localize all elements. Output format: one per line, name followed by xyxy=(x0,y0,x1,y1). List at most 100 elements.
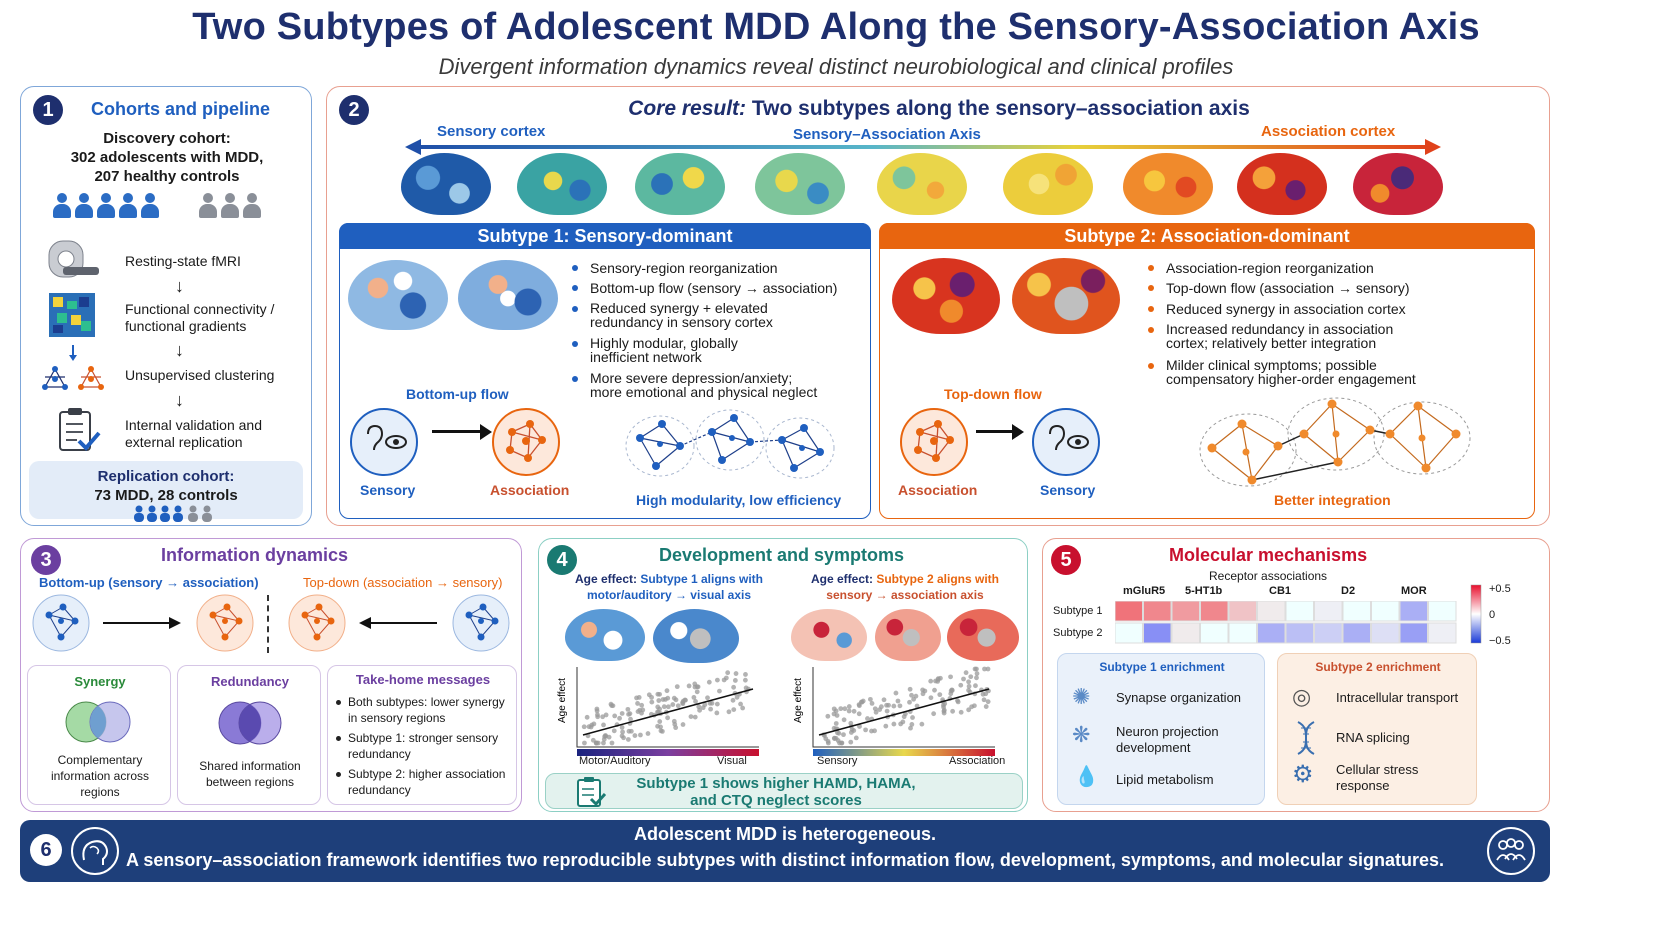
panel-number: 2 xyxy=(339,95,369,125)
enrichment-line: development xyxy=(1116,740,1191,755)
bullet-line: Association-region reorganization xyxy=(1166,260,1374,276)
panel-number: 3 xyxy=(31,545,61,575)
title-rest: Two subtypes along the sensory–associati… xyxy=(751,97,1250,120)
clustering-icon xyxy=(42,345,104,390)
scatter-point xyxy=(686,683,692,689)
heatmap-cell xyxy=(1399,622,1428,644)
scatter-point xyxy=(848,739,854,745)
scatter-point xyxy=(693,699,698,704)
scatter-point xyxy=(836,730,842,736)
node-label: Sensory xyxy=(360,482,416,498)
scatter-point xyxy=(981,697,987,703)
heatmap-cell xyxy=(1371,601,1400,622)
heatmap-cell xyxy=(1342,622,1371,644)
brain-map-icon xyxy=(348,260,448,330)
heatmap-cell xyxy=(1257,601,1286,622)
scatter-point xyxy=(883,723,889,729)
scatter-point xyxy=(907,699,912,705)
scatter-point xyxy=(863,727,868,733)
stress-gear-icon: ⚙ xyxy=(1292,761,1314,788)
scatter-point xyxy=(646,692,652,698)
x-axis-left-label: Sensory xyxy=(817,755,858,767)
scatter-point xyxy=(732,678,738,683)
scatter-point xyxy=(695,684,701,690)
scatter-point xyxy=(910,715,915,720)
scatter-point xyxy=(963,670,969,676)
pipeline-step: Internal validation and external replica… xyxy=(125,417,262,451)
scatter-point xyxy=(603,712,609,718)
scatter-point xyxy=(611,728,617,734)
takehome-title: Take-home messages xyxy=(355,672,491,687)
scatter-point xyxy=(680,722,686,727)
node-label: Association xyxy=(490,482,570,498)
scatter-point xyxy=(619,733,625,739)
scatter-point xyxy=(705,695,710,701)
network-caption: Better integration xyxy=(1274,492,1391,508)
heading-part: Subtype 1 aligns with xyxy=(640,572,764,586)
scatter-point xyxy=(635,701,640,706)
scatter-point xyxy=(708,706,714,712)
receptor-title: Receptor associations xyxy=(1209,569,1328,583)
scatter-point xyxy=(891,703,897,709)
scatter-point xyxy=(595,714,601,720)
bullet-line: compensatory higher-order engagement xyxy=(1166,371,1416,387)
scatter-point xyxy=(869,700,875,706)
scale-max: +0.5 xyxy=(1489,583,1511,595)
scatter-point xyxy=(743,672,748,677)
scatter-point xyxy=(974,671,980,676)
heatmap-cell xyxy=(1371,622,1400,644)
scatter-point xyxy=(584,714,590,720)
pipeline-step-label: functional gradients xyxy=(125,318,247,334)
bullet-line: Increased redundancy in association xyxy=(1166,321,1394,337)
takehome-box: Take-home messages Both subtypes: lower … xyxy=(327,665,517,805)
scatter-point xyxy=(626,728,632,734)
panel-title: Information dynamics xyxy=(161,545,349,565)
axis-label-center: Sensory–Association Axis xyxy=(793,126,981,143)
scatter-point xyxy=(661,704,667,710)
panel-cohorts: 1 Cohorts and pipeline Discovery cohort:… xyxy=(20,86,312,526)
scatter-point xyxy=(688,714,694,720)
panel-information-dynamics: 3 Information dynamics Bottom-up (sensor… xyxy=(20,538,522,812)
scatter-point xyxy=(908,725,913,731)
symptom-line: and CTQ neglect scores xyxy=(690,792,862,809)
panel-number: 5 xyxy=(1051,545,1081,575)
scatter-point xyxy=(935,676,941,682)
brain-map-icon xyxy=(1237,153,1327,215)
scatter-point xyxy=(659,728,665,734)
heading-part: Age effect: xyxy=(574,572,637,586)
scatter-point xyxy=(692,714,698,720)
bullet-line: Bottom-up flow (sensory → association) xyxy=(590,280,838,296)
enrichment-line: Cellular stress xyxy=(1336,762,1419,777)
axis-colorbar xyxy=(813,749,995,756)
scatter-point xyxy=(974,675,979,681)
scatter-point xyxy=(670,702,676,707)
bullet-line: Milder clinical symptoms; possible xyxy=(1166,357,1377,373)
takehome-line: Both subtypes: lower synergy xyxy=(348,695,505,709)
title-lead: Core result: xyxy=(628,97,747,120)
venn-synergy-icon xyxy=(65,701,131,743)
heading-part: sensory → association axis xyxy=(826,588,984,602)
brain-map-icon xyxy=(1003,153,1093,215)
brain-map-icon xyxy=(892,258,1000,334)
takehome-line: Subtype 2: higher association xyxy=(348,767,506,781)
axis-arrow xyxy=(405,139,1441,155)
brain-map-icon xyxy=(947,609,1019,661)
brain-map-icon xyxy=(635,153,725,215)
receptor-label: D2 xyxy=(1341,585,1356,597)
scatter-point xyxy=(884,702,889,708)
scatter-point xyxy=(898,721,904,727)
arrow-head xyxy=(480,424,492,440)
scatter-point xyxy=(612,713,618,719)
scatter-point xyxy=(856,711,862,717)
transport-icon: ◎ xyxy=(1292,684,1312,709)
heatmap-cell xyxy=(1428,601,1457,622)
connectivity-matrix-icon xyxy=(49,293,95,337)
scatter-point xyxy=(625,706,631,712)
scatter-point xyxy=(742,677,748,683)
scatter-point xyxy=(594,708,600,714)
top-down-label: Top-down (association → sensory) xyxy=(303,575,503,590)
takehome-line: Subtype 1: stronger sensory xyxy=(348,731,499,745)
scatter-point xyxy=(658,724,663,730)
scatter-point xyxy=(673,725,679,731)
takehome-line: redundancy xyxy=(348,783,411,797)
